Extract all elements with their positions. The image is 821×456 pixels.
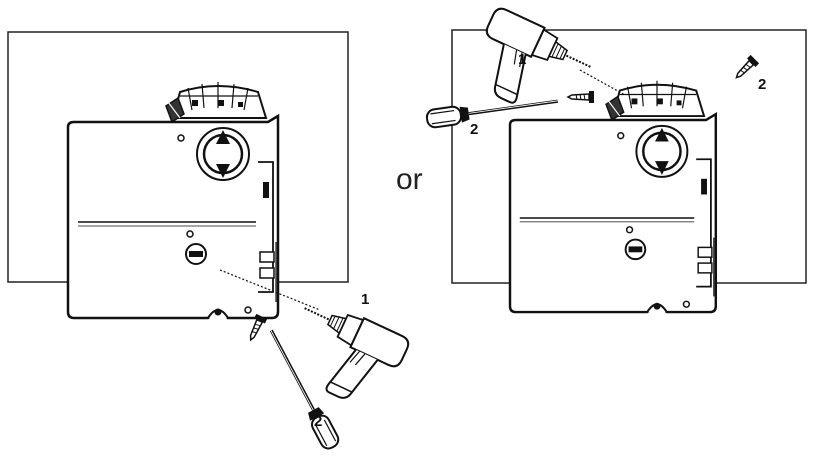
right-screwdriver-step-label: 2 [470,121,479,138]
left-drill-icon [275,292,413,416]
right-drill-step-label: 1 [518,51,527,68]
right-screw-step-label: 2 [758,76,767,93]
left-drill-step-label: 1 [361,291,370,308]
left-screwdriver-step-label: 2 [314,413,323,430]
or-separator: or [396,163,423,196]
